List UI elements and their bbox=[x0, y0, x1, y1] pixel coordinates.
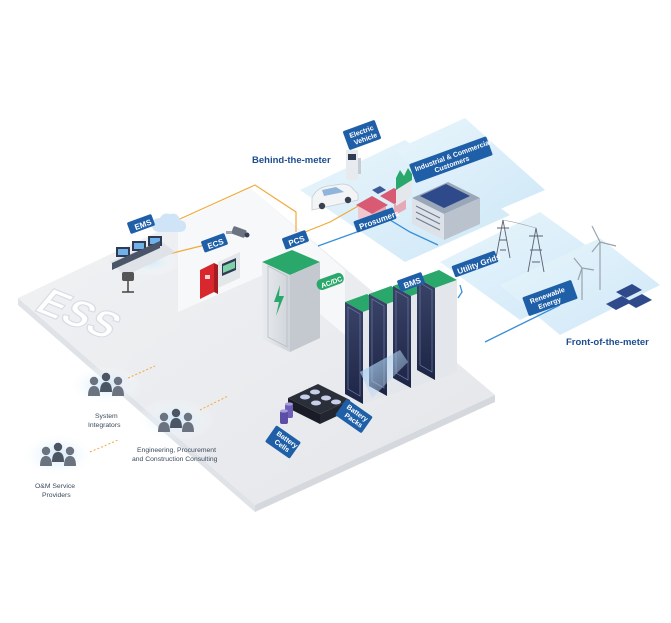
epc-label-2: and Construction Consulting bbox=[132, 456, 218, 463]
system-integrators-label-2: Integrators bbox=[88, 422, 121, 429]
ems-workstation bbox=[110, 213, 186, 293]
connector-ems-pcs bbox=[159, 184, 297, 232]
utility-grid-tile bbox=[440, 212, 620, 320]
camera-icon bbox=[226, 226, 250, 238]
car-icon bbox=[311, 183, 359, 211]
battery-bolt-icon bbox=[274, 285, 284, 316]
people-group-icon bbox=[158, 408, 194, 432]
system-integrators-label-1: System bbox=[95, 413, 118, 420]
front-of-the-meter-title: Front-of-the-meter bbox=[566, 337, 649, 348]
epc-label-1: Engineering, Procurement bbox=[137, 447, 216, 454]
ems-tag: EMS bbox=[127, 214, 155, 234]
connector-pcs-prosumers bbox=[304, 204, 361, 233]
power-tower-icon bbox=[495, 219, 545, 273]
ess-floor-edge-left bbox=[18, 298, 255, 512]
arrow-om bbox=[89, 439, 119, 453]
battery-rack bbox=[417, 270, 457, 380]
ecs-equipment bbox=[200, 252, 240, 299]
ev-charger-icon bbox=[346, 150, 361, 180]
wind-turbine-icon bbox=[573, 225, 617, 300]
arrow-epc bbox=[199, 395, 229, 411]
people-group-icon bbox=[40, 442, 76, 466]
solar-panel-icon bbox=[420, 184, 470, 208]
inspection-beam bbox=[360, 350, 408, 398]
connector-bms-grid bbox=[457, 284, 463, 299]
electric-vehicle-tag: Electric Vehicle bbox=[343, 120, 381, 150]
cloud-icon bbox=[152, 213, 186, 232]
ess-floor-edge bbox=[255, 395, 495, 512]
industrial-tile bbox=[395, 118, 545, 222]
connector-front-meter bbox=[484, 304, 561, 343]
factory-icon bbox=[396, 168, 480, 240]
om-label-2: Providers bbox=[42, 492, 71, 499]
om-label-1: O&M Service bbox=[35, 483, 75, 490]
solar-panel-icon bbox=[606, 284, 652, 310]
arrow-si bbox=[127, 365, 156, 379]
pcs-cabinet bbox=[262, 250, 320, 352]
people-group-icon bbox=[88, 372, 124, 396]
connector-pcs-grid bbox=[317, 219, 439, 247]
battery-cells bbox=[280, 402, 293, 424]
behind-the-meter-title: Behind-the-meter bbox=[252, 155, 331, 166]
